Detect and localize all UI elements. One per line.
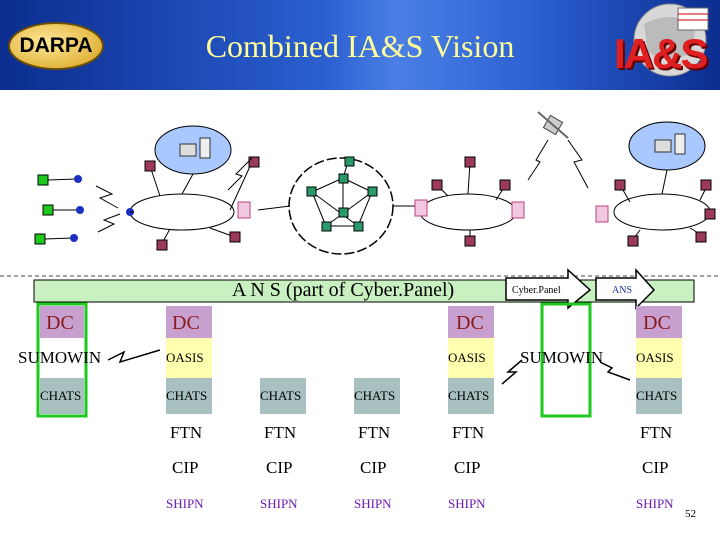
- col4-cip: CIP: [360, 458, 387, 477]
- col5-dc: DC: [456, 312, 484, 334]
- col5-cip: CIP: [454, 458, 481, 477]
- col7-chats: CHATS: [636, 388, 678, 403]
- col7-shipn: SHIPN: [636, 496, 674, 511]
- wireless-link-icon: [501, 359, 523, 385]
- col1-sumowin: SUMOWIN: [18, 348, 102, 367]
- col2-cip: CIP: [172, 458, 199, 477]
- col4-ftn: FTN: [358, 423, 391, 442]
- col7-cip: CIP: [642, 458, 669, 477]
- col3-chats: CHATS: [260, 388, 302, 403]
- col3-ftn: FTN: [264, 423, 297, 442]
- computer-icon: [654, 133, 686, 155]
- arrow-ans-label: ANS: [612, 285, 633, 296]
- col5-ftn: FTN: [452, 423, 485, 442]
- firewall-icon: [595, 205, 609, 223]
- col3-shipn: SHIPN: [260, 496, 298, 511]
- wireless-link-icon: [527, 139, 549, 181]
- arrow-cyberpanel: [505, 268, 592, 310]
- globe-icon: [633, 3, 709, 77]
- iands-logo: IA&S: [614, 30, 708, 77]
- column-1-box: [36, 302, 88, 418]
- lan-left: [129, 193, 235, 231]
- wireless-link-icon: [95, 185, 119, 209]
- internet-cloud: [288, 157, 394, 255]
- firewall-icon: [511, 201, 525, 219]
- arrow-cyberpanel-label: Cyber.Panel: [512, 285, 561, 296]
- column-6-box: [540, 302, 592, 418]
- col2-chats: CHATS: [166, 388, 208, 403]
- wireless-link-icon: [567, 139, 589, 189]
- col5-shipn: SHIPN: [448, 496, 486, 511]
- firewall-icon: [237, 201, 251, 219]
- col5-chats: CHATS: [448, 388, 490, 403]
- col7-dc: DC: [643, 312, 671, 334]
- col2-oasis: OASIS: [166, 350, 204, 365]
- col6-sumowin: SUMOWIN: [520, 348, 604, 367]
- page-title: Combined IA&S Vision: [205, 28, 515, 64]
- col2-ftn: FTN: [170, 423, 203, 442]
- firewall-icon: [414, 199, 428, 217]
- col7-ftn: FTN: [640, 423, 673, 442]
- ans-label: A N S (part of Cyber.Panel): [232, 279, 455, 301]
- col3-cip: CIP: [266, 458, 293, 477]
- darpa-logo: DARPA: [8, 22, 104, 70]
- col4-chats: CHATS: [354, 388, 396, 403]
- col1-dc: DC: [46, 312, 74, 334]
- col2-dc: DC: [172, 312, 200, 334]
- col7-oasis: OASIS: [636, 350, 674, 365]
- lan-middle: [419, 193, 517, 231]
- col1-chats: CHATS: [40, 388, 82, 403]
- col2-shipn: SHIPN: [166, 496, 204, 511]
- page-number: 52: [685, 508, 696, 520]
- computer-icon: [179, 137, 211, 159]
- wireless-link-icon: [107, 349, 161, 364]
- satellite-icon: [537, 111, 569, 139]
- wireless-link-icon: [227, 157, 253, 191]
- col4-shipn: SHIPN: [354, 496, 392, 511]
- wireless-link-icon: [599, 361, 631, 381]
- wireless-link-icon: [97, 213, 121, 233]
- header-bar: DARPA Combined IA&S Vision IA&S: [0, 0, 720, 90]
- col5-oasis: OASIS: [448, 350, 486, 365]
- arrow-ans: [595, 268, 656, 310]
